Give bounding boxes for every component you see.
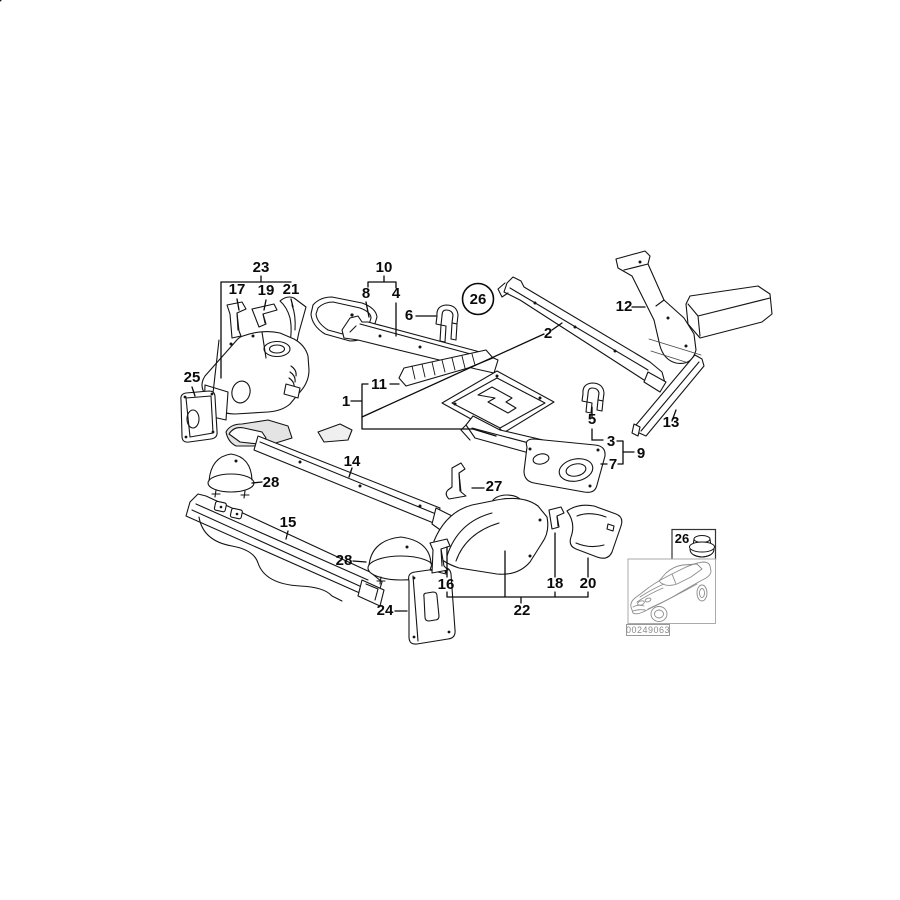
callout-11[interactable]: 11: [371, 376, 387, 393]
callout-10[interactable]: 10: [376, 259, 393, 276]
callout-25[interactable]: 25: [184, 369, 201, 386]
callout-17[interactable]: 17: [229, 281, 246, 298]
car-inset: [627, 558, 716, 624]
callout-22[interactable]: 22: [514, 602, 531, 619]
part-drawing-13: [631, 354, 705, 437]
inset-ref-label[interactable]: 26: [675, 531, 689, 546]
callout-circle: [461, 282, 495, 316]
part-drawing-wheelhouse-left: [201, 330, 310, 421]
part-drawing-3-7-panel: [523, 438, 606, 493]
leader-lines: [191, 275, 677, 612]
part-drawing-16: [429, 538, 451, 574]
callout-14[interactable]: 14: [344, 453, 361, 470]
car-sketch-icon: [630, 561, 712, 622]
callout-23[interactable]: 23: [253, 259, 270, 276]
part-drawing-15: [185, 493, 385, 607]
callout-7[interactable]: 7: [609, 456, 617, 473]
callout-15[interactable]: 15: [280, 514, 297, 531]
part-drawing-18: [548, 506, 565, 530]
image-code-box: 00249063: [626, 624, 670, 636]
part-drawing-27: [445, 462, 467, 500]
part-drawing-19: [251, 303, 278, 328]
part-drawing-6: [435, 304, 459, 343]
callout-24[interactable]: 24: [377, 602, 394, 619]
callout-16[interactable]: 16: [438, 576, 455, 593]
callout-8[interactable]: 8: [362, 285, 370, 302]
part-drawing-20: [566, 504, 623, 559]
callout-12[interactable]: 12: [616, 298, 633, 315]
callout-5[interactable]: 5: [588, 411, 596, 428]
part-drawing-25: [180, 390, 218, 443]
part-drawing-14: [228, 427, 457, 535]
callout-21[interactable]: 21: [283, 281, 300, 298]
image-code-border: [626, 624, 670, 636]
callout-3[interactable]: 3: [607, 433, 615, 450]
part-drawing-17: [226, 301, 247, 339]
callout-1[interactable]: 1: [342, 393, 350, 410]
callout-19[interactable]: 19: [258, 282, 275, 299]
callout-2[interactable]: 2: [544, 325, 552, 342]
part-drawing-24: [408, 567, 456, 645]
callout-26-circled[interactable]: 26: [470, 291, 487, 308]
image-code: 00249063: [626, 625, 670, 635]
callout-4[interactable]: 4: [392, 285, 401, 302]
callout-27[interactable]: 27: [486, 478, 503, 495]
inset-ref-box: 26: [671, 528, 717, 561]
grommet-icon: [689, 535, 715, 558]
callout-18[interactable]: 18: [547, 575, 564, 592]
callout-28-right[interactable]: 28: [336, 552, 353, 569]
callout-13[interactable]: 13: [663, 414, 680, 431]
callout-9[interactable]: 9: [637, 445, 645, 462]
callout-26-circled-group: 26: [461, 282, 495, 316]
callout-20[interactable]: 20: [580, 575, 597, 592]
part-drawing-2: [497, 276, 667, 393]
callout-6[interactable]: 6: [405, 307, 413, 324]
part-drawing-11: [398, 349, 494, 387]
part-drawing-5: [581, 382, 605, 414]
part-drawing-28-left: [207, 453, 255, 499]
part-drawing-12: [615, 250, 773, 365]
callout-28-left[interactable]: 28: [263, 474, 280, 491]
part-drawing-22: [429, 494, 549, 575]
